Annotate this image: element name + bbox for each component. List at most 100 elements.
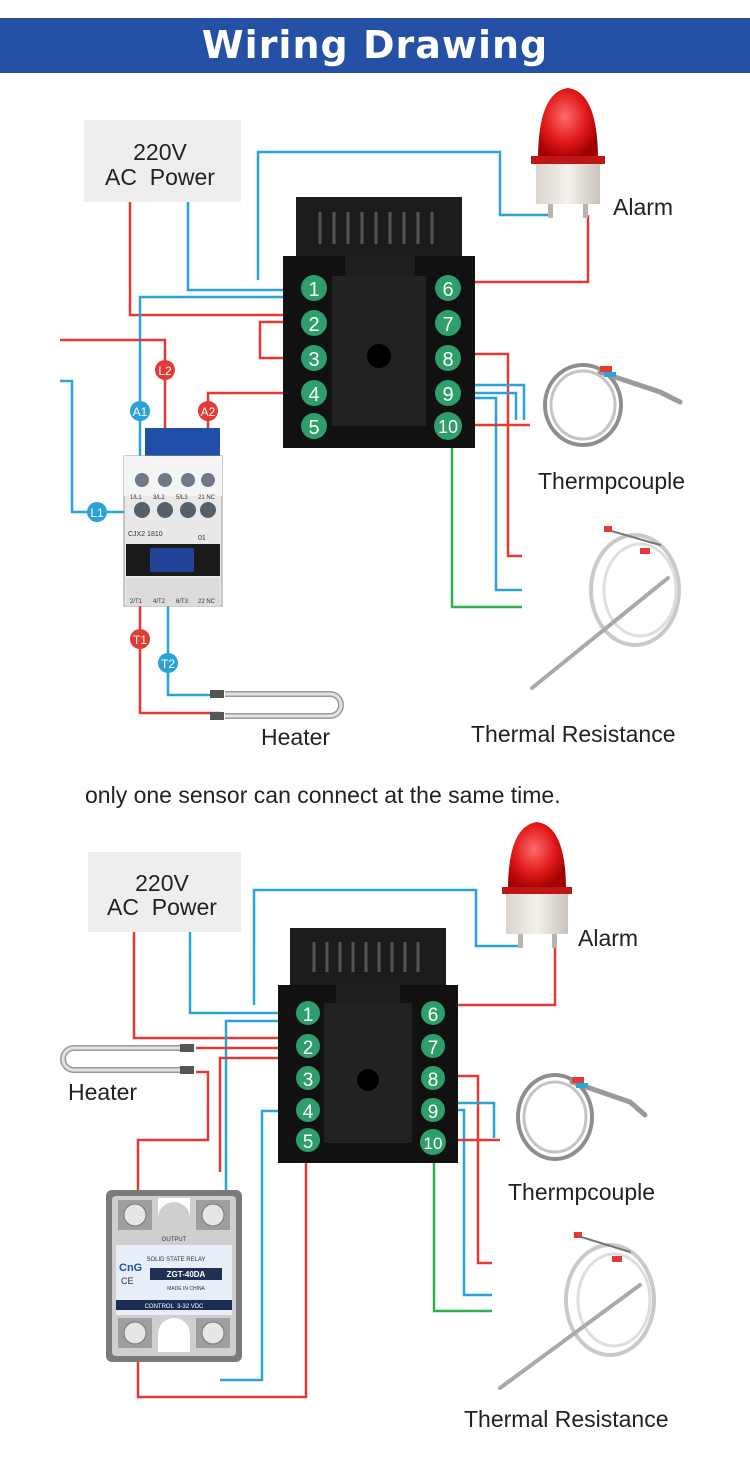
svg-text:8: 8 (428, 1070, 439, 1091)
svg-text:MADE IN CHINA: MADE IN CHINA (167, 1286, 205, 1292)
tc-blue-wire-b (462, 391, 518, 420)
alarm-blue-wire-2 (252, 888, 518, 1005)
terminal-2-7: 7 (421, 1034, 445, 1059)
mains-blue-wire (60, 379, 88, 514)
heater-label-2: Heater (68, 1079, 137, 1105)
terminal-1-9: 9 (435, 380, 461, 406)
svg-text:ZGT-40DA: ZGT-40DA (167, 1270, 206, 1279)
alarm-lamp-2 (502, 822, 572, 948)
thermocouple-label-1: Thermpcouple (538, 468, 685, 494)
tag-a2: A2 (198, 401, 218, 421)
svg-text:L2: L2 (158, 364, 172, 378)
svg-text:9: 9 (428, 1102, 439, 1123)
terminal-1-7: 7 (435, 310, 461, 336)
svg-text:2/T1: 2/T1 (130, 599, 143, 605)
svg-text:4/T2: 4/T2 (153, 599, 166, 605)
a1-blue-wire (138, 295, 300, 408)
terminal-1-2: 2 (301, 310, 327, 336)
svg-text:6: 6 (442, 279, 453, 301)
alarm-label-1: Alarm (613, 194, 673, 220)
svg-text:01: 01 (198, 535, 206, 542)
svg-text:CnG: CnG (119, 1262, 142, 1274)
svg-text:CONTROL 3-32 VDC: CONTROL 3-32 VDC (145, 1304, 204, 1310)
power-voltage-text-2: 220V (135, 870, 189, 896)
rtd-blue-wire (462, 396, 522, 592)
svg-text:21 NC: 21 NC (198, 495, 216, 501)
power-voltage-text: 220V (133, 139, 187, 165)
thermal-resistance-1 (530, 526, 681, 690)
svg-text:3: 3 (303, 1070, 314, 1091)
power-ac-text: AC Power (105, 164, 215, 190)
thermocouple-label-2: Thermpcouple (508, 1179, 655, 1205)
terminal-2-9: 9 (421, 1098, 445, 1123)
svg-text:1: 1 (308, 279, 319, 301)
terminal-1-8: 8 (435, 345, 461, 371)
svg-text:5: 5 (303, 1132, 314, 1153)
svg-text:7: 7 (428, 1038, 439, 1059)
heater-2 (60, 1044, 194, 1074)
svg-text:L1: L1 (90, 506, 104, 520)
rtd-red-wire (462, 352, 522, 558)
terminal-1-4: 4 (301, 380, 327, 406)
thermal-resistance-2 (498, 1232, 656, 1390)
svg-text:T1: T1 (133, 633, 147, 647)
svg-text:5: 5 (308, 417, 319, 439)
svg-text:SOLID STATE RELAY: SOLID STATE RELAY (146, 1257, 205, 1263)
terminals-2: 1 2 3 4 5 6 7 8 9 10 (296, 1001, 446, 1155)
terminal-2-3: 3 (296, 1066, 320, 1091)
svg-text:A1: A1 (133, 405, 148, 419)
header-bar (0, 18, 750, 73)
terminal-1-6: 6 (435, 275, 461, 301)
power-label-box-2: 220V AC Power (88, 852, 241, 932)
contactor: 1/L1 3/L2 5/L3 21 NC CJX2 1810 01 2/T1 4… (123, 428, 223, 607)
power-label-box: 220V AC Power (84, 120, 241, 202)
page-title: Wiring Drawing (201, 23, 549, 67)
thermal-resistance-label-2: Thermal Resistance (464, 1406, 669, 1432)
heater-label-1: Heater (261, 724, 330, 750)
terminal-2-5: 5 (296, 1128, 320, 1153)
tag-t1: T1 (130, 629, 150, 649)
jumper-2-3 (258, 320, 300, 360)
svg-text:CE: CE (121, 1276, 134, 1286)
terminals-1: 1 2 3 4 5 6 7 8 9 10 (301, 275, 462, 440)
alarm-red-wire-2 (448, 946, 557, 1007)
rtd-green-wire-2 (432, 1150, 492, 1313)
tc-blue-wire-a (462, 383, 526, 420)
terminal-2-4: 4 (296, 1098, 320, 1123)
heater-blue-wire (166, 672, 220, 697)
svg-text:10: 10 (424, 1134, 443, 1153)
svg-text:1/L1: 1/L1 (130, 495, 142, 501)
heater-red-wire (138, 648, 220, 715)
svg-text:4: 4 (308, 384, 319, 406)
svg-text:2: 2 (308, 314, 319, 336)
svg-text:CJX2 1810: CJX2 1810 (128, 531, 163, 538)
alarm-red-wire (462, 215, 590, 284)
rtd-red-wire-2 (448, 1074, 492, 1265)
svg-text:10: 10 (438, 417, 458, 437)
thermal-resistance-label-1: Thermal Resistance (471, 721, 676, 747)
svg-text:3: 3 (308, 349, 319, 371)
terminal-2-2: 2 (296, 1034, 320, 1059)
tag-l2: L2 (155, 360, 175, 380)
svg-text:1: 1 (303, 1005, 314, 1026)
power-red-wire (128, 202, 300, 317)
svg-text:T2: T2 (161, 657, 175, 671)
svg-text:A2: A2 (201, 405, 216, 419)
solid-state-relay: OUTPUT CnG CE SOLID STATE RELAY ZGT-40DA… (106, 1190, 242, 1362)
ssr-blue-wire (224, 1019, 294, 1190)
tc-blue-wire-2a (448, 1101, 496, 1138)
terminal-1-3: 3 (301, 345, 327, 371)
terminal-2-1: 1 (296, 1001, 320, 1026)
tag-a1: A1 (130, 401, 150, 421)
power-blue-wire-2 (188, 932, 294, 1015)
svg-text:4: 4 (303, 1102, 314, 1123)
heater-1 (210, 690, 344, 720)
tag-t2: T2 (158, 653, 178, 673)
mains-red-wire (60, 338, 167, 360)
alarm-lamp-1 (531, 88, 605, 218)
diagram-1: 220V AC Power (60, 88, 685, 750)
terminal-2-8: 8 (421, 1066, 445, 1091)
terminal-1-5: 5 (301, 413, 327, 439)
svg-text:6: 6 (428, 1005, 439, 1026)
